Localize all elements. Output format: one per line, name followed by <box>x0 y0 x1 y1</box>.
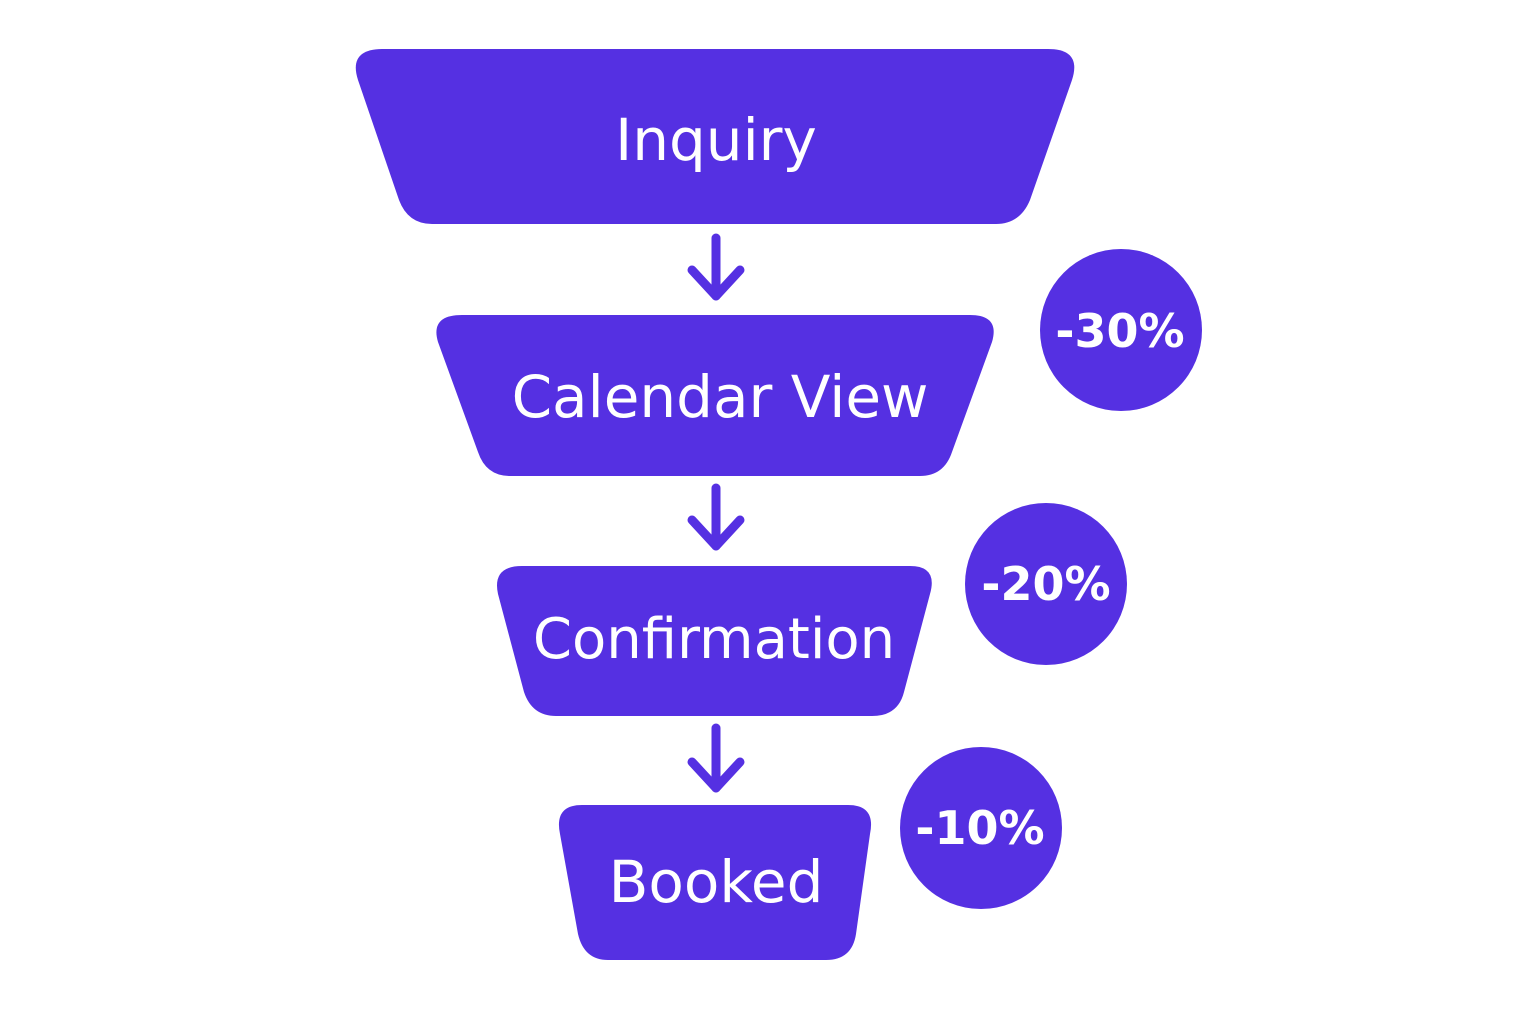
funnel-stage-inquiry: Inquiry <box>355 49 1075 224</box>
arrow-down-icon <box>687 233 745 301</box>
dropoff-badge-1-label: -30% <box>1055 304 1184 358</box>
dropoff-badge-2-circle <box>965 503 1127 665</box>
funnel-stage-confirmation-shape <box>497 566 932 716</box>
funnel-stage-booked-label: Booked <box>609 848 824 916</box>
funnel-stage-booked-shape <box>558 805 872 960</box>
funnel-stage-calendar-view: Calendar View <box>436 315 994 476</box>
dropoff-badge-1: -30% <box>1040 249 1202 411</box>
dropoff-badge-3-circle <box>900 747 1062 909</box>
funnel-stage-inquiry-label: Inquiry <box>615 106 817 174</box>
dropoff-badge-3-label: -10% <box>915 801 1044 855</box>
arrow-down-icon <box>687 723 745 793</box>
funnel-stage-inquiry-shape <box>355 49 1075 224</box>
arrow-down-icon <box>687 483 745 551</box>
dropoff-badge-2-label: -20% <box>981 557 1110 611</box>
funnel-stage-confirmation: Confirmation <box>497 566 932 716</box>
funnel-stage-confirmation-label: Confirmation <box>533 607 895 672</box>
funnel-stage-calendar-view-label: Calendar View <box>512 363 929 431</box>
funnel-stage-booked: Booked <box>558 805 872 960</box>
dropoff-badge-3: -10% <box>900 747 1062 909</box>
dropoff-badge-1-circle <box>1040 249 1202 411</box>
dropoff-badge-2: -20% <box>965 503 1127 665</box>
funnel-stage-calendar-view-shape <box>436 315 994 476</box>
